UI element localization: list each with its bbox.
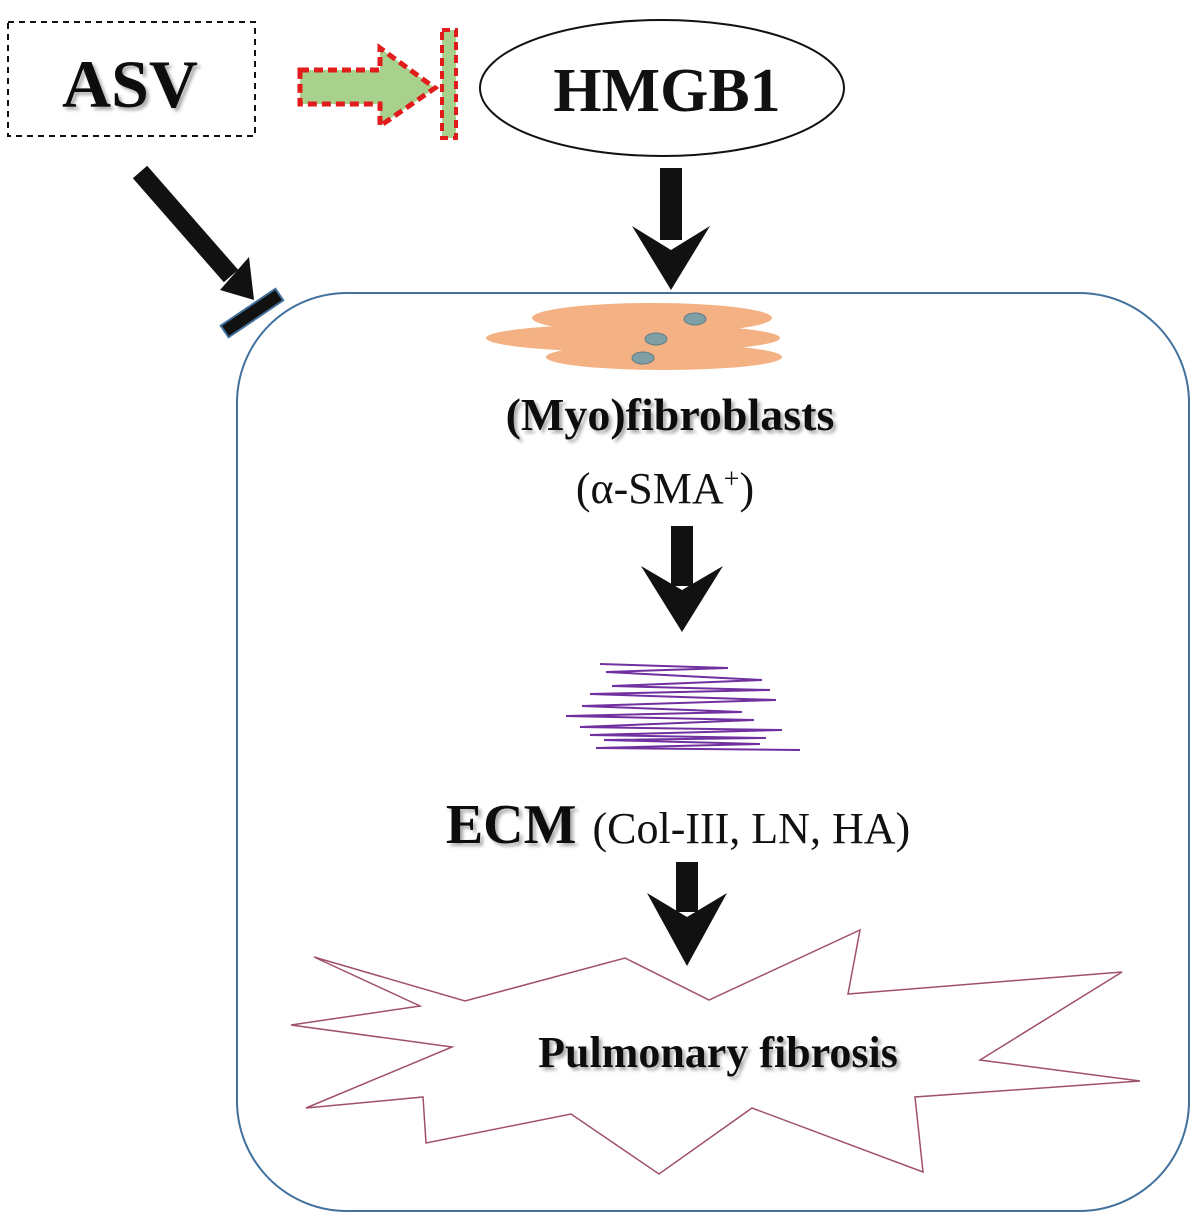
ecm-to-fibrosis-arrow — [647, 862, 727, 966]
hmgb1-label: HMGB1 — [553, 57, 780, 125]
asv-inhibits-hmgb1-arrow — [297, 28, 458, 140]
fibroblast-cells-icon — [486, 303, 782, 370]
pulmonary-fibrosis-label: Pulmonary fibrosis — [538, 1028, 898, 1077]
fibroblasts-to-ecm-arrow — [641, 526, 723, 632]
pathway-container — [236, 292, 1190, 1212]
hmgb1-activates-arrow — [632, 168, 710, 290]
ecm-fibers-icon — [565, 663, 801, 751]
asv-node: ASV — [7, 21, 256, 137]
asv-inhibits-fibrosis-arrow — [132, 165, 285, 339]
myofibroblasts-label: (Myo)fibroblasts — [506, 389, 835, 440]
fibrosis-starburst-shape — [290, 928, 1141, 1175]
ecm-label: ECM(Col-III, LN, HA) — [446, 794, 910, 856]
alpha-sma-label: (α-SMA+) — [576, 464, 754, 514]
asv-label: ASV — [62, 46, 198, 122]
hmgb1-node: HMGB1 — [479, 19, 845, 157]
